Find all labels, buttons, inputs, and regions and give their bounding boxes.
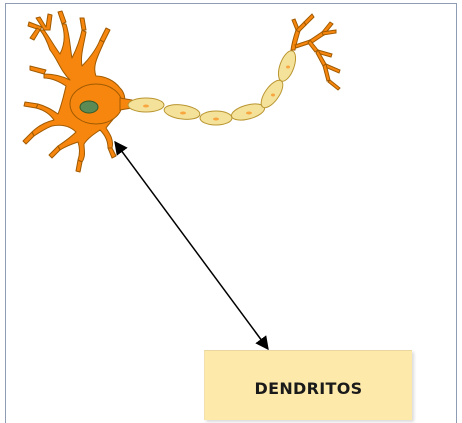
nucleus xyxy=(80,101,98,113)
axon-terminals xyxy=(291,14,340,90)
label-box: DENDRITOS xyxy=(204,350,412,420)
myelin-sheath xyxy=(128,49,299,125)
dendritos-label: DENDRITOS xyxy=(255,379,363,398)
neuron-icon xyxy=(23,11,340,172)
pointer-arrow-icon xyxy=(115,142,268,349)
